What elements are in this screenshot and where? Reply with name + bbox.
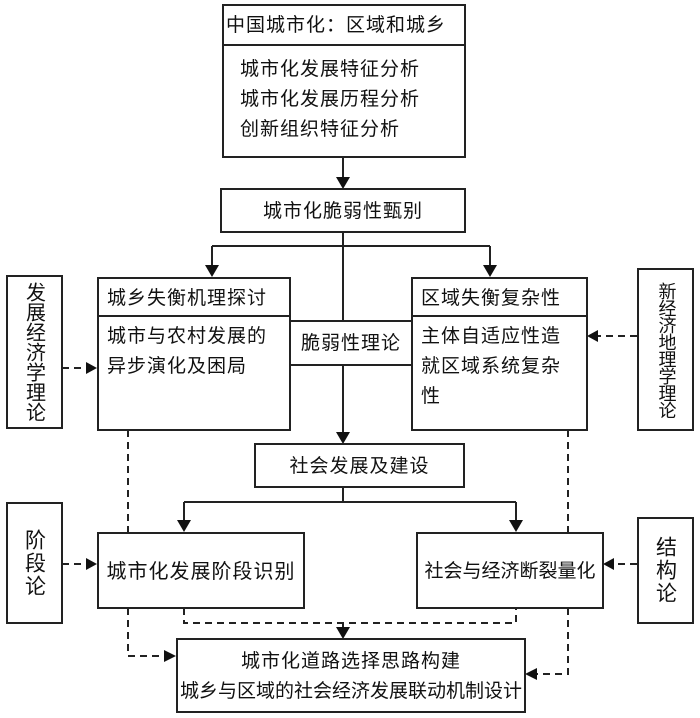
urban-rural-imbalance-body: 异步演化及困局 (107, 355, 248, 377)
social-economic-fracture-quantification-box: 社会与经济断裂量化 (416, 532, 604, 609)
urban-rural-imbalance-box: 城乡失衡机理探讨 城市与农村发展的 异步演化及困局 (97, 277, 291, 431)
regional-imbalance-complexity-box: 区域失衡复杂性 主体自适应性造 就区域系统复杂 性 (411, 277, 588, 431)
urbanization-stage-identification-box: 城市化发展阶段识别 (97, 532, 305, 609)
social-development-box: 社会发展及建设 (254, 443, 465, 488)
arrowhead (164, 650, 176, 662)
connector-left-bypass-to-bottom (127, 608, 164, 657)
arrowhead (205, 265, 219, 277)
path-design-line: 城乡与区域的社会经济发展联动机制设计 (179, 680, 522, 702)
regional-imbalance-body: 性 (421, 385, 442, 407)
arrowhead (603, 558, 614, 570)
connector-stage-fracture-merge (183, 608, 517, 624)
urbanization-path-design-box: 城市化道路选择思路构建 城乡与区域的社会经济发展联动机制设计 (176, 638, 526, 713)
development-economics-theory-label: 发展经济学理论 (22, 282, 47, 422)
urban-rural-imbalance-body: 城市与农村发展的 (107, 325, 268, 347)
arrowhead (177, 520, 191, 532)
overview-title: 中国城市化：区域和城乡 (224, 6, 464, 46)
new-economic-geography-theory-label: 新经济地理学理论 (655, 281, 677, 418)
urban-rural-imbalance-title: 城乡失衡机理探讨 (99, 279, 289, 317)
arrowhead (525, 668, 537, 680)
new-economic-geography-theory-box: 新经济地理学理论 (637, 268, 694, 431)
structure-theory-label: 结构论 (653, 536, 678, 605)
arrowhead (509, 520, 523, 532)
stage-theory-box: 阶段论 (6, 502, 63, 624)
development-economics-theory-box: 发展经济学理论 (6, 275, 63, 429)
overview-item: 城市化发展特征分析 (240, 58, 421, 80)
regional-imbalance-body: 就区域系统复杂 (421, 355, 562, 377)
regional-imbalance-body: 主体自适应性造 (421, 325, 562, 347)
arrowhead (86, 362, 97, 374)
urbanization-overview-box: 中国城市化：区域和城乡 城市化发展特征分析 城市化发展历程分析 创新组织特征分析 (222, 4, 466, 158)
regional-imbalance-title: 区域失衡复杂性 (413, 279, 586, 317)
vulnerability-identification-box: 城市化脆弱性甄别 (220, 188, 466, 233)
connector-right-bypass-to-bottom (537, 608, 569, 675)
vulnerability-theory-box: 脆弱性理论 (289, 320, 413, 366)
stage-theory-label: 阶段论 (22, 528, 47, 598)
overview-item: 城市化发展历程分析 (240, 88, 421, 110)
path-design-line: 城市化道路选择思路构建 (240, 650, 461, 672)
arrowhead (483, 265, 497, 277)
structure-theory-box: 结构论 (637, 517, 694, 624)
arrowhead (587, 330, 598, 342)
overview-item: 创新组织特征分析 (240, 118, 401, 140)
arrowhead (86, 558, 97, 570)
